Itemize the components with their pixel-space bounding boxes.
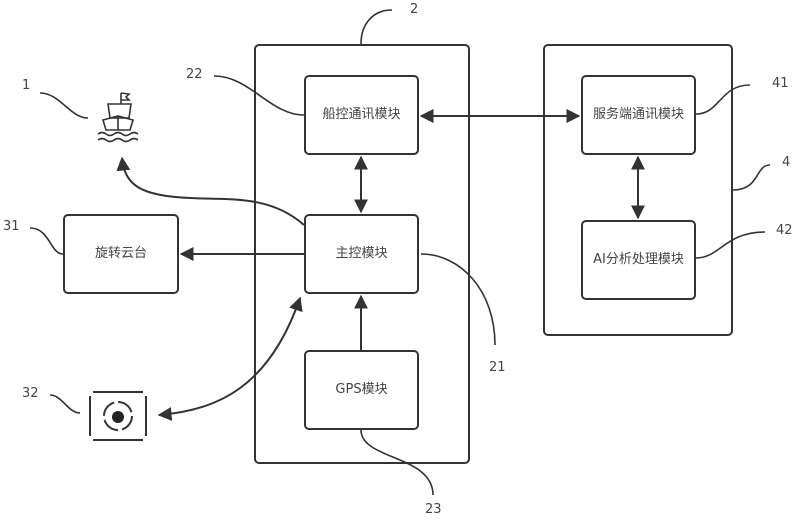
label-4: 4	[782, 155, 791, 170]
leader-41	[695, 84, 751, 115]
gimbal-module[interactable]: 旋转云台	[63, 214, 179, 294]
label-22: 22	[186, 67, 203, 82]
arrow-main-camera	[157, 296, 303, 421]
leader-32	[49, 394, 81, 414]
label-1: 1	[22, 78, 31, 93]
leader-22	[213, 75, 305, 116]
label-2: 2	[410, 2, 419, 17]
ship-comm-module[interactable]: 船控通讯模块	[304, 75, 419, 155]
main-control-module-label: 主控模块	[335, 246, 388, 261]
gps-module-label: GPS模块	[335, 382, 388, 397]
gps-module[interactable]: GPS模块	[304, 350, 419, 430]
ship-comm-module-label: 船控通讯模块	[322, 107, 401, 122]
label-31: 31	[3, 219, 20, 234]
leader-21	[420, 253, 496, 346]
camera-icon	[89, 391, 147, 441]
label-23: 23	[425, 502, 442, 517]
server-comm-module-label: 服务端通讯模块	[592, 107, 684, 122]
leader-23	[360, 429, 434, 496]
label-21: 21	[489, 360, 506, 375]
label-41: 41	[772, 76, 789, 91]
label-42: 42	[776, 223, 793, 238]
server-comm-module[interactable]: 服务端通讯模块	[581, 75, 696, 155]
ai-module-label: AI分析处理模块	[593, 252, 684, 267]
leader-42	[695, 231, 766, 259]
leader-1	[39, 92, 89, 119]
leader-4	[732, 164, 771, 191]
gimbal-module-label: 旋转云台	[94, 246, 147, 261]
ai-module[interactable]: AI分析处理模块	[581, 220, 696, 300]
leader-31	[29, 227, 64, 255]
ship-icon	[97, 92, 139, 143]
leader-2	[360, 9, 393, 45]
main-control-module[interactable]: 主控模块	[304, 214, 419, 294]
label-32: 32	[22, 386, 39, 401]
arrow-main-ship	[116, 156, 305, 226]
